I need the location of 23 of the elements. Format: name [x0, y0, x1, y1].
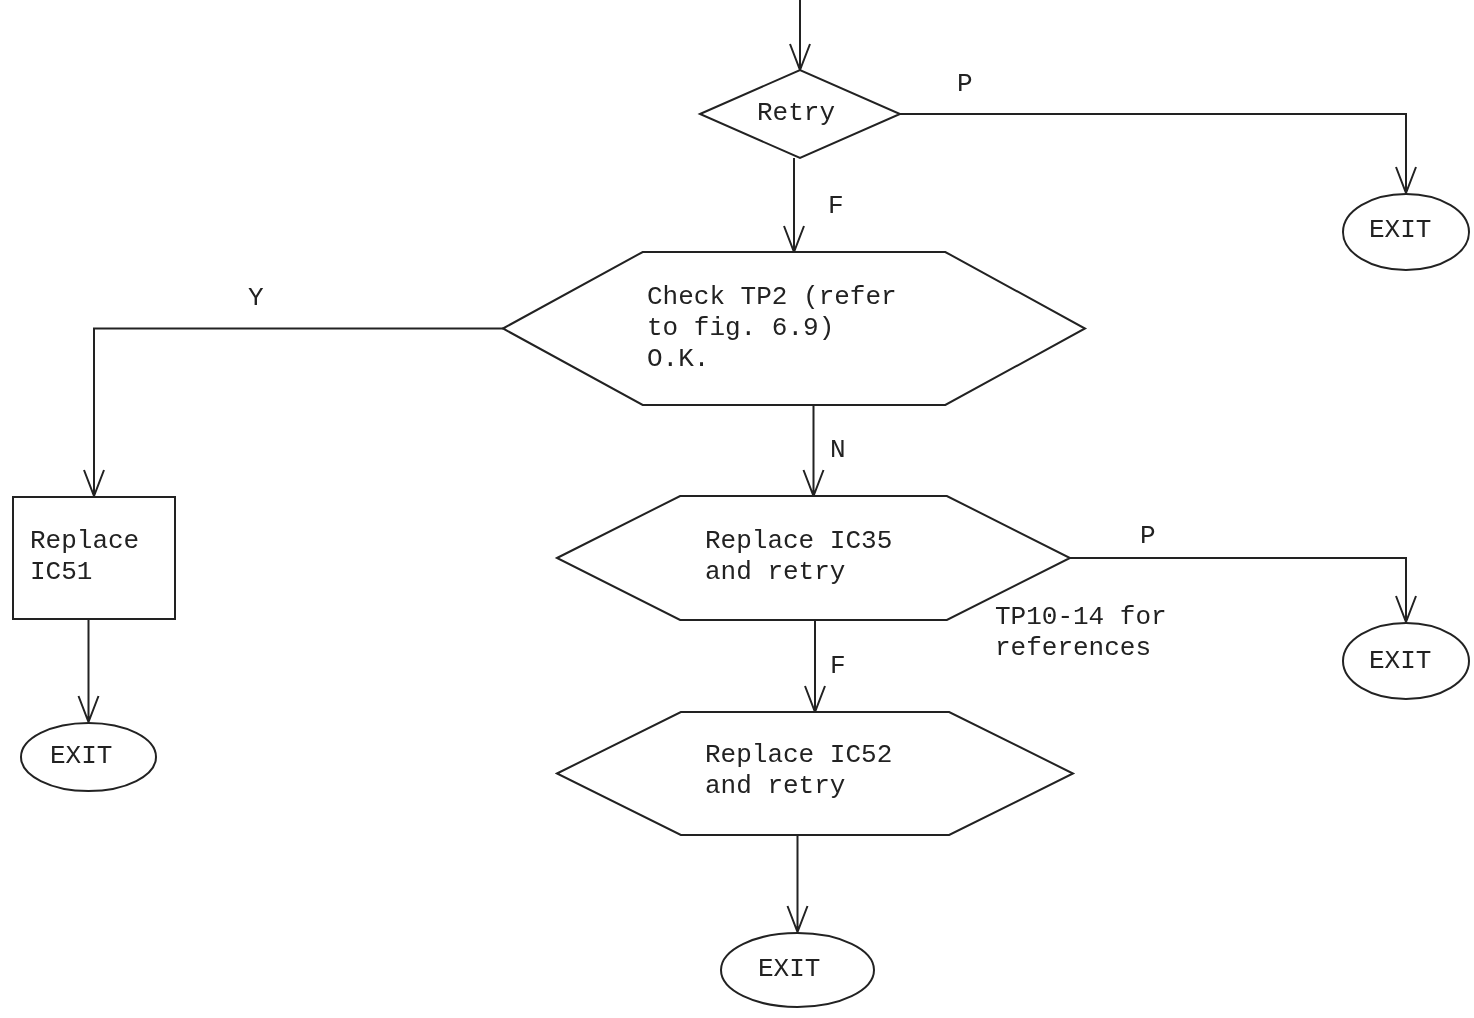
- terminal-ellipse: [1342, 193, 1470, 271]
- node-text: Check TP2 (refer to fig. 6.9) O.K.: [647, 282, 898, 375]
- arrow: [1069, 557, 1417, 625]
- decision-hexagon: [557, 712, 1073, 835]
- node-text: EXIT: [1369, 215, 1433, 246]
- arrow: [83, 327, 504, 499]
- terminal-ellipse: [720, 932, 875, 1008]
- node-text: Replace IC52 and retry: [705, 740, 894, 802]
- node-text: EXIT: [1369, 646, 1433, 677]
- node-text: EXIT: [50, 741, 114, 772]
- node-text: Replace IC35 and retry: [705, 526, 894, 588]
- node-text: Replace IC51: [30, 526, 141, 588]
- arrow: [899, 113, 1417, 196]
- node-text: Retry: [757, 98, 836, 129]
- node-text: EXIT: [758, 954, 822, 985]
- arrow: [77, 619, 100, 725]
- terminal-ellipse: [20, 722, 157, 792]
- decision-hexagon: [503, 252, 1085, 405]
- note-text: TP10-14 for references: [995, 602, 1168, 664]
- arrow: [786, 834, 809, 935]
- process-box: [12, 496, 176, 620]
- terminal-ellipse: [1342, 622, 1470, 700]
- decision-diamond: [700, 70, 900, 158]
